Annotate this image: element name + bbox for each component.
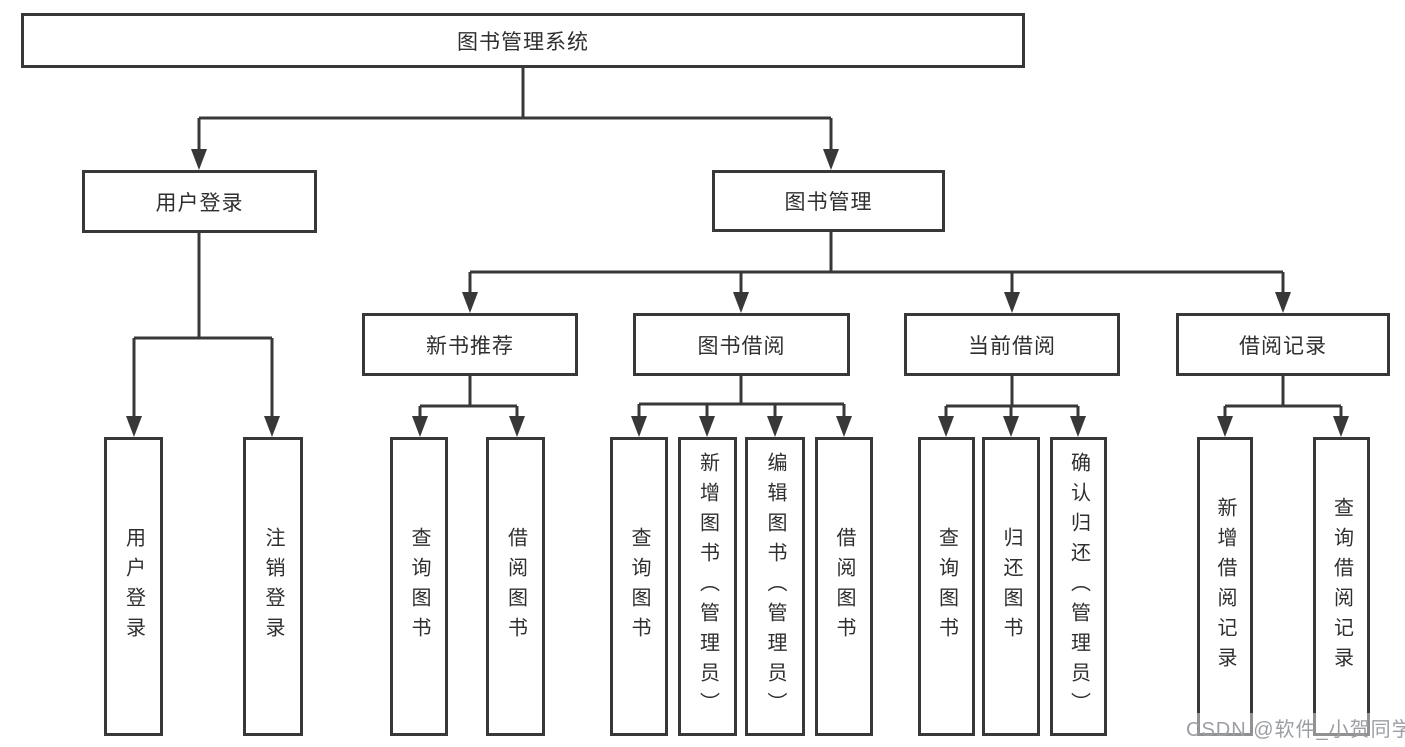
node-user-login: 用户登录 — [82, 170, 317, 233]
node-label: 查询图书 — [935, 526, 958, 647]
connector-current-borrow-children — [938, 376, 1086, 437]
connector-root-to-level2 — [191, 67, 839, 170]
connector-borrow-records-children — [1217, 376, 1349, 437]
node-label: 用户登录 — [155, 191, 244, 215]
leaf-confirm-return-admin: 确认归还（管理员） — [1050, 437, 1107, 736]
node-book-borrow: 图书借阅 — [633, 313, 850, 376]
leaf-query-borrow-record: 查询借阅记录 — [1313, 437, 1370, 736]
leaf-query-books-recommend: 查询图书 — [390, 437, 448, 736]
node-borrow-records: 借阅记录 — [1176, 313, 1390, 376]
node-label: 借阅图书 — [833, 526, 855, 647]
leaf-logout: 注销登录 — [243, 437, 303, 736]
connector-book-borrow-children — [631, 376, 852, 437]
node-label: 图书管理系统 — [457, 30, 589, 54]
leaf-borrow-books-recommend: 借阅图书 — [486, 437, 545, 736]
node-book-management: 图书管理 — [712, 170, 945, 232]
node-label: 借阅记录 — [1239, 334, 1327, 358]
node-label: 图书借阅 — [697, 334, 786, 358]
leaf-query-books-current: 查询图书 — [918, 437, 975, 736]
node-label: 新书推荐 — [426, 334, 514, 358]
node-label: 借阅图书 — [504, 526, 527, 647]
node-label: 确认归还（管理员） — [1067, 451, 1090, 722]
watermark: CSDN @软件_小贺同学 — [1186, 713, 1405, 742]
connector-book-management-to-level3 — [462, 232, 1291, 313]
node-label: 新增借阅记录 — [1214, 496, 1236, 677]
leaf-query-books-borrow: 查询图书 — [610, 437, 668, 736]
leaf-borrow-books: 借阅图书 — [815, 437, 873, 736]
node-label: 图书管理 — [784, 191, 873, 214]
leaf-add-books-admin: 新增图书（管理员） — [678, 437, 737, 736]
node-label: 当前借阅 — [968, 334, 1056, 358]
node-root: 图书管理系统 — [21, 13, 1025, 68]
node-label: 编辑图书（管理员） — [764, 451, 786, 722]
leaf-add-borrow-record: 新增借阅记录 — [1197, 437, 1253, 736]
node-current-borrow: 当前借阅 — [904, 313, 1120, 376]
node-label: 查询图书 — [628, 526, 650, 647]
leaf-return-books: 归还图书 — [982, 437, 1040, 736]
connector-new-book-children — [412, 376, 525, 437]
node-label: 归还图书 — [1000, 526, 1022, 647]
node-label: 新增图书（管理员） — [696, 451, 719, 722]
leaf-edit-books-admin: 编辑图书（管理员） — [745, 437, 805, 736]
node-label: 注销登录 — [262, 526, 284, 647]
node-label: 查询借阅记录 — [1330, 496, 1353, 677]
leaf-user-login: 用户登录 — [104, 437, 163, 736]
node-new-book-recommend: 新书推荐 — [362, 313, 578, 376]
node-label: 查询图书 — [408, 526, 430, 647]
connector-user-login-children — [126, 233, 280, 437]
node-label: 用户登录 — [122, 526, 145, 647]
